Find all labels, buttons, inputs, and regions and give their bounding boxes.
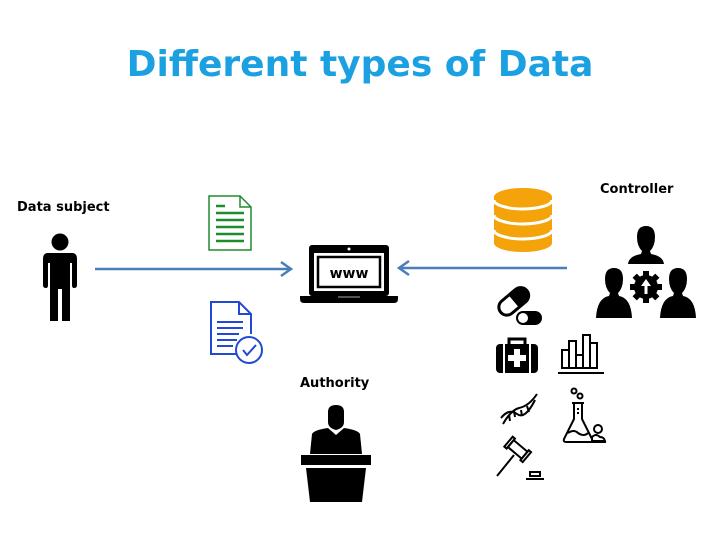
person-icon — [43, 233, 77, 321]
team-gear-icon — [596, 226, 696, 318]
bar-chart-icon — [558, 334, 604, 374]
controller-label: Controller — [600, 182, 674, 197]
document-check-icon — [210, 301, 263, 364]
gavel-icon — [496, 435, 544, 480]
document-icon — [208, 195, 252, 251]
pills-icon — [497, 286, 542, 325]
slide-title: Different types of Data — [126, 44, 594, 85]
dna-icon — [500, 393, 538, 425]
medical-kit-icon — [496, 337, 538, 373]
laptop-screen-text: www — [330, 266, 369, 282]
authority-label: Authority — [300, 376, 370, 391]
data-subject-label: Data subject — [17, 200, 110, 215]
arrow-controller-to-website — [396, 259, 567, 277]
laptop-icon: www — [300, 245, 398, 303]
database-icon — [492, 188, 554, 252]
speaker-podium-icon — [301, 405, 371, 502]
flask-icon — [562, 387, 607, 443]
arrow-subject-to-website — [95, 260, 294, 278]
